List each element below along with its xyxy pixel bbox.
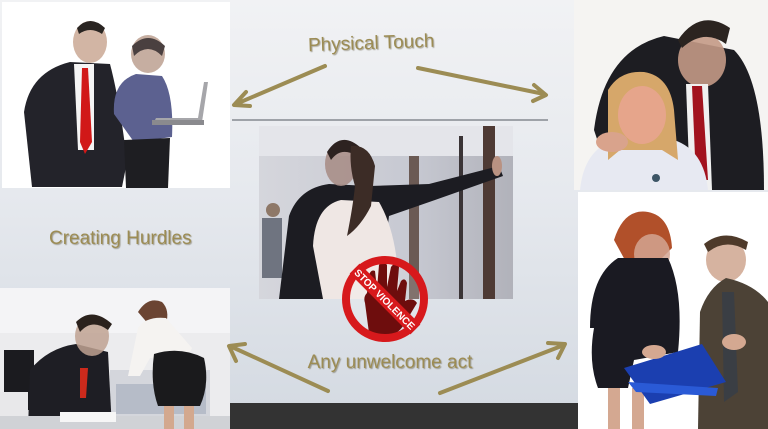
photo-center [259, 126, 513, 299]
label-creating-hurdles: Creating Hurdles [49, 228, 192, 249]
arrow-to-top-right-icon [416, 66, 548, 103]
stop-violence-icon: STOP VIOLENCE [342, 256, 428, 342]
photo-bottom-left [0, 288, 230, 429]
photo-top-left [2, 2, 230, 188]
bottom-bar [230, 403, 578, 429]
label-any-unwelcome-act: Any unwelcome act [307, 352, 473, 373]
photo-bottom-right [578, 192, 768, 429]
photo-top-right [574, 0, 768, 190]
arrow-to-top-left-icon [232, 64, 327, 108]
divider-line [232, 119, 548, 121]
label-physical-touch: Physical Touch [307, 30, 435, 57]
